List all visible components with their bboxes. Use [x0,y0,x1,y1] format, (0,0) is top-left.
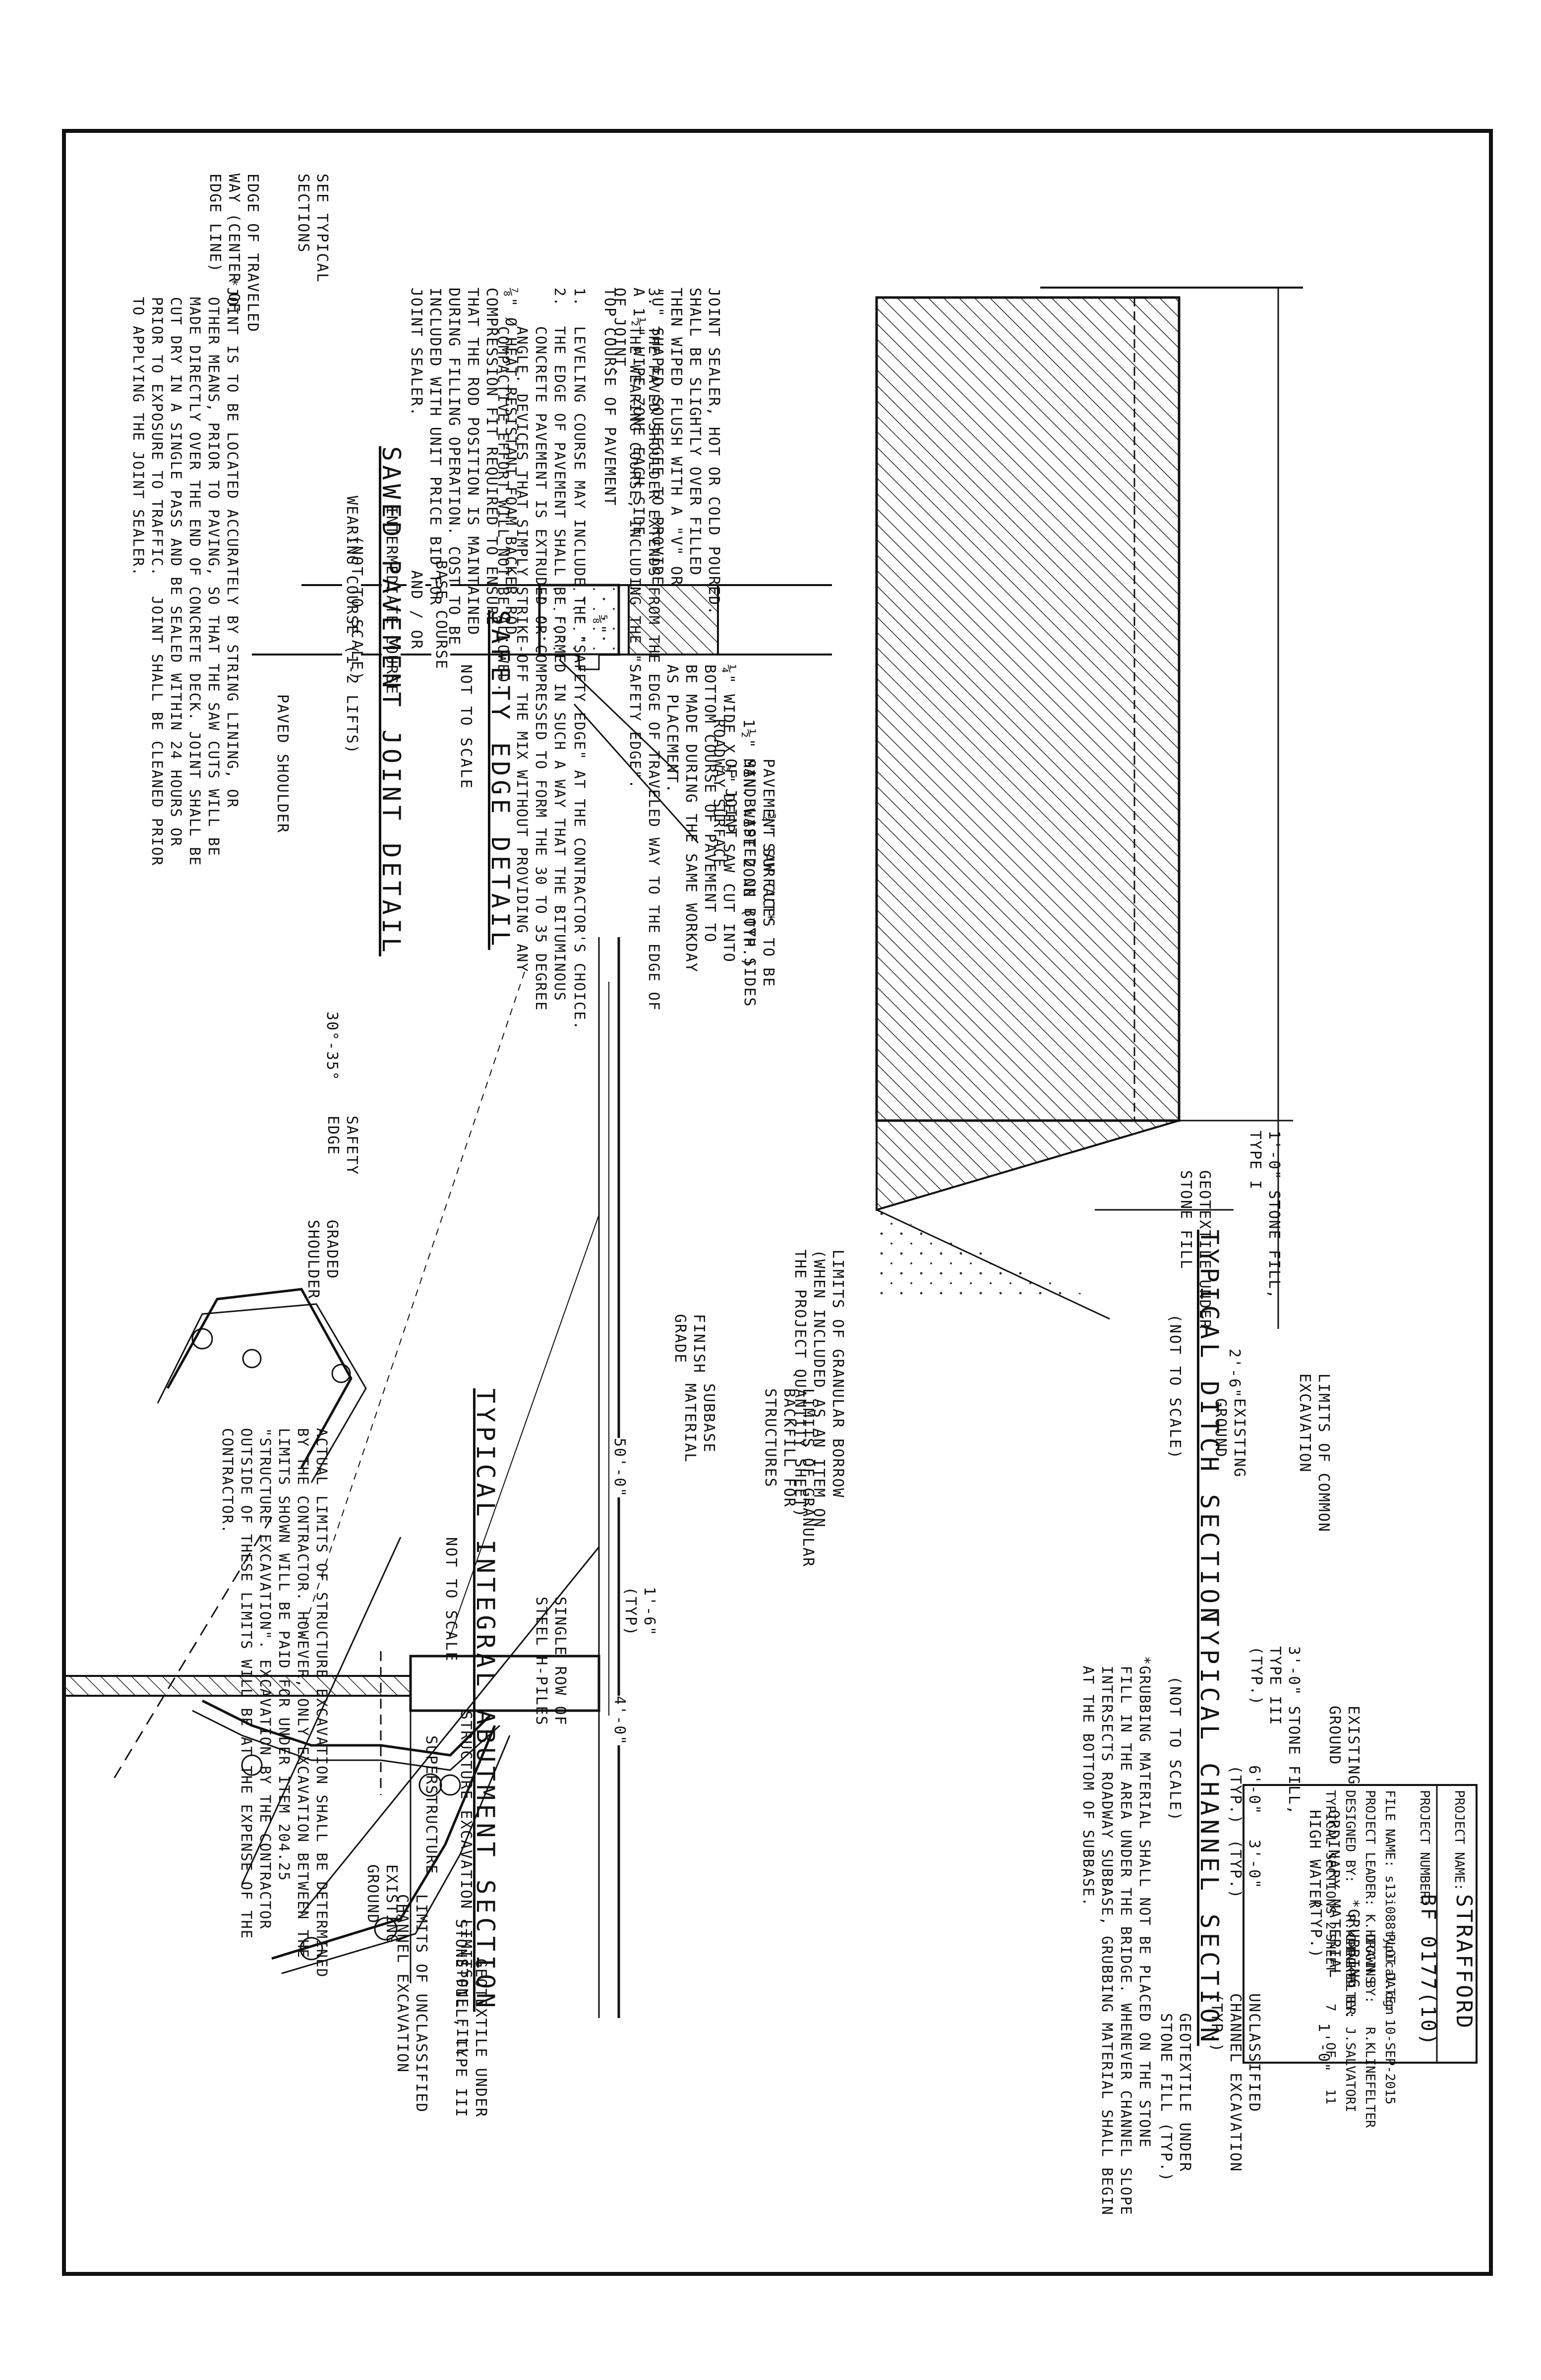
abutment-drawing [62,937,620,2018]
paved-shoulder-label: PAVED SHOULDER [274,694,291,833]
abutment-title: TYPICAL INTEGRAL ABUTMENT SECTION [471,1388,500,2012]
graded-shoulder-label: GRADED SHOULDER [304,1220,341,1300]
ditch-stone-fill-label: 1'-0" STONE FILL, TYPE I [1246,1130,1283,1300]
ditch-existing-ground-label: EXISTING GROUND [1212,1398,1248,1478]
project-number-label: PROJECT NUMBER: [1417,1790,1432,1906]
checked-by: CHECKED BY: J.SALVATORI [1343,1934,1358,2113]
abutment-dim-4: 4'-0" [610,1696,629,1746]
sheet-border [62,129,1493,2276]
ditch-width-label: 2'-6" [1226,1349,1243,1399]
superstructure-label: SUPERSTRUCTURE [422,1735,440,1875]
abutment-dim-1-6: 1'-6" (TYP) [622,1587,658,1637]
sawed-joint-scale: (NOT TO SCALE) [348,536,365,682]
channel-geotextile-label: GEOTEXTILE UNDER STONE FILL (TYP.) [1157,2013,1193,2183]
project-name: STRAFFORD [1451,1894,1477,2030]
safety-edge-label: SAFETY EDGE [324,1116,360,1176]
subbase-material-label: SUBBASE MATERIAL [681,1383,717,1463]
project-number: BF 0177(10) [1417,1894,1439,2047]
angle-label: 30°-35° [322,1012,341,1081]
project-name-label: PROJECT NAME: [1452,1790,1467,1891]
ditch-limits-common-label: LIMITS OF COMMON EXCAVATION [1296,1373,1332,1533]
joint-sealer-label: JOINT SEALER, HOT OR COLD POURED. SHALL … [611,288,722,616]
abutment-dim-50: 50'-0" [610,1438,629,1498]
drawn-by: DRAWN BY: R.KLINEFELTER [1363,1934,1377,2128]
top-course-label: TOP COURSE OF PAVEMENT [601,288,618,507]
backer-rod-dim: ⅝" [591,615,608,635]
channel-title: TYPICAL CHANNEL SECTION [1195,1611,1224,2046]
see-typical-label: SEE TYPICAL SECTIONS [295,174,331,283]
h-piles-label: SINGLE ROW OF STEEL H-PILES [533,1597,569,1726]
ditch-geotextile-label: GEOTEXTILE UNDER STONE FILL [1177,1170,1213,1329]
ditch-scale: (NOT TO SCALE) [1166,1314,1184,1460]
title-block-frame [1243,1784,1478,2064]
ditch-drawing [157,1288,367,1483]
plot-date: PLOT DATE: 10-SEP-2015 [1382,1934,1397,2105]
channel-dim-3: 3'-0" (TYP.) [1227,1840,1263,1900]
abutment-scale: NOT TO SCALE [442,1537,460,1663]
channel-scale: (NOT TO SCALE) [1166,1676,1184,1822]
channel-unclassified-label: UNCLASSIFIED CHANNEL EXCAVATION (TYP.) [1208,1993,1263,2173]
safety-edge-drawing [875,287,1303,1329]
sawed-joint-drawing [252,584,832,843]
abutment-geotextile-label: GEOTEXTILE UNDER STONE FILL [453,1959,489,2118]
safety-edge-scale: NOT TO SCALE [457,664,474,790]
sheet-of: SHEET 7 OF 11 [1323,1934,1338,2105]
channel-dim-6: 6'-0" (TYP.) [1227,1765,1263,1825]
granular-backfill-label: LIMITS OF GRANULAR BACKFILL FOR STRUCTUR… [762,1388,817,1568]
channel-drawing [192,1651,501,1796]
safety-edge-note-1: 1. LEVELING COURSE MAY INCLUDE THE "SAFE… [571,288,588,1031]
sawed-joint-title: SAWED PAVEMENT JOINT DETAIL [377,446,406,956]
backer-rod-label: ⅞" Ø HEAT RESISTANT FOAM BACKER ROD. COM… [408,288,519,646]
bottom-cut-label: ¼" WIDE X ½" DEEP SAW CUT INTO BOTTOM CO… [663,664,737,973]
channel-note: *GRUBBING MATERIAL SHALL NOT BE PLACED O… [1080,1656,1153,2216]
finish-grade-label: FINISH GRADE [671,1314,708,1374]
abutment-note: ACTUAL LIMITS OF STRUCTURE EXCAVATION SH… [219,1428,330,1978]
sheet-name: TYPICAL SECTIONS 2 [1323,1790,1338,1930]
abutment-unclassified-label: LIMITS OF UNCLASSIFIED CHANNEL EXCAVATIO… [394,1894,430,2113]
sawed-joint-note: *JOINT IS TO BE LOCATED ACCURATELY BY ST… [130,278,241,867]
channel-existing-ground-label: EXISTING GROUND [1326,1706,1362,1785]
